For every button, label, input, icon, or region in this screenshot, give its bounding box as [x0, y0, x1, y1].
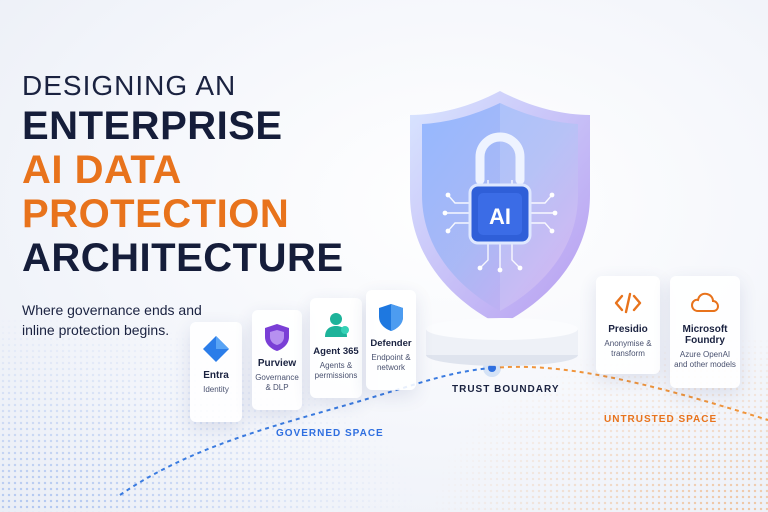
- card-name: Defender: [370, 338, 412, 349]
- untrusted-path-line: [491, 365, 768, 421]
- card-desc: Agents & permissions: [314, 361, 358, 380]
- card-name: Entra: [203, 370, 229, 381]
- diamond-icon: [203, 336, 229, 362]
- ai-shield: AI: [400, 85, 600, 335]
- card-desc: Azure OpenAI and other models: [674, 350, 736, 369]
- card-desc: Endpoint & network: [371, 353, 411, 372]
- title-line-3: AI DATA: [22, 148, 182, 192]
- untrusted-space-label: UNTRUSTED SPACE: [604, 414, 718, 425]
- card-desc: Identity: [203, 385, 229, 394]
- title-line-4: PROTECTION: [22, 192, 290, 236]
- card-name: Purview: [257, 358, 297, 369]
- trust-boundary-label: TRUST BOUNDARY: [452, 384, 560, 395]
- card-name: Agent 365: [313, 346, 359, 357]
- microsoft-foundry-card[interactable]: Microsoft Foundry Azure OpenAI and other…: [670, 276, 740, 388]
- purview-card[interactable]: Purview Governance & DLP: [252, 310, 302, 410]
- purview-shield-icon: [265, 324, 289, 351]
- lock-icon: [475, 132, 525, 185]
- title-line-5: ARCHITECTURE: [22, 236, 344, 280]
- agent-365-card[interactable]: Agent 365 Agents & permissions: [310, 298, 362, 398]
- entra-card[interactable]: Entra Identity: [190, 322, 242, 422]
- agents-icon: [325, 313, 349, 337]
- page-title: DESIGNING AN ENTERPRISE AI DATA PROTECTI…: [22, 70, 344, 280]
- presidio-card[interactable]: Presidio Anonymise & transform: [596, 276, 660, 374]
- pedestal: [426, 318, 578, 366]
- defender-card[interactable]: Defender Endpoint & network: [366, 290, 416, 390]
- ai-chip-label: AI: [489, 204, 511, 229]
- cloud-icon: [690, 292, 720, 312]
- card-name: Microsoft Foundry: [682, 324, 728, 346]
- card-name: Presidio: [608, 324, 648, 335]
- subtitle: Where governance ends and inline protect…: [22, 302, 202, 338]
- code-brackets-icon: [614, 292, 642, 314]
- circuit-lines: [445, 180, 555, 270]
- boundary-dot: [488, 364, 496, 372]
- title-line-2: ENTERPRISE: [22, 104, 283, 148]
- card-desc: Governance & DLP: [255, 373, 299, 392]
- governed-space-label: GOVERNED SPACE: [276, 428, 384, 439]
- governed-path-line: [119, 367, 491, 496]
- title-line-1: DESIGNING AN: [22, 70, 237, 101]
- defender-shield-icon: [379, 304, 403, 331]
- card-desc: Anonymise & transform: [604, 339, 652, 358]
